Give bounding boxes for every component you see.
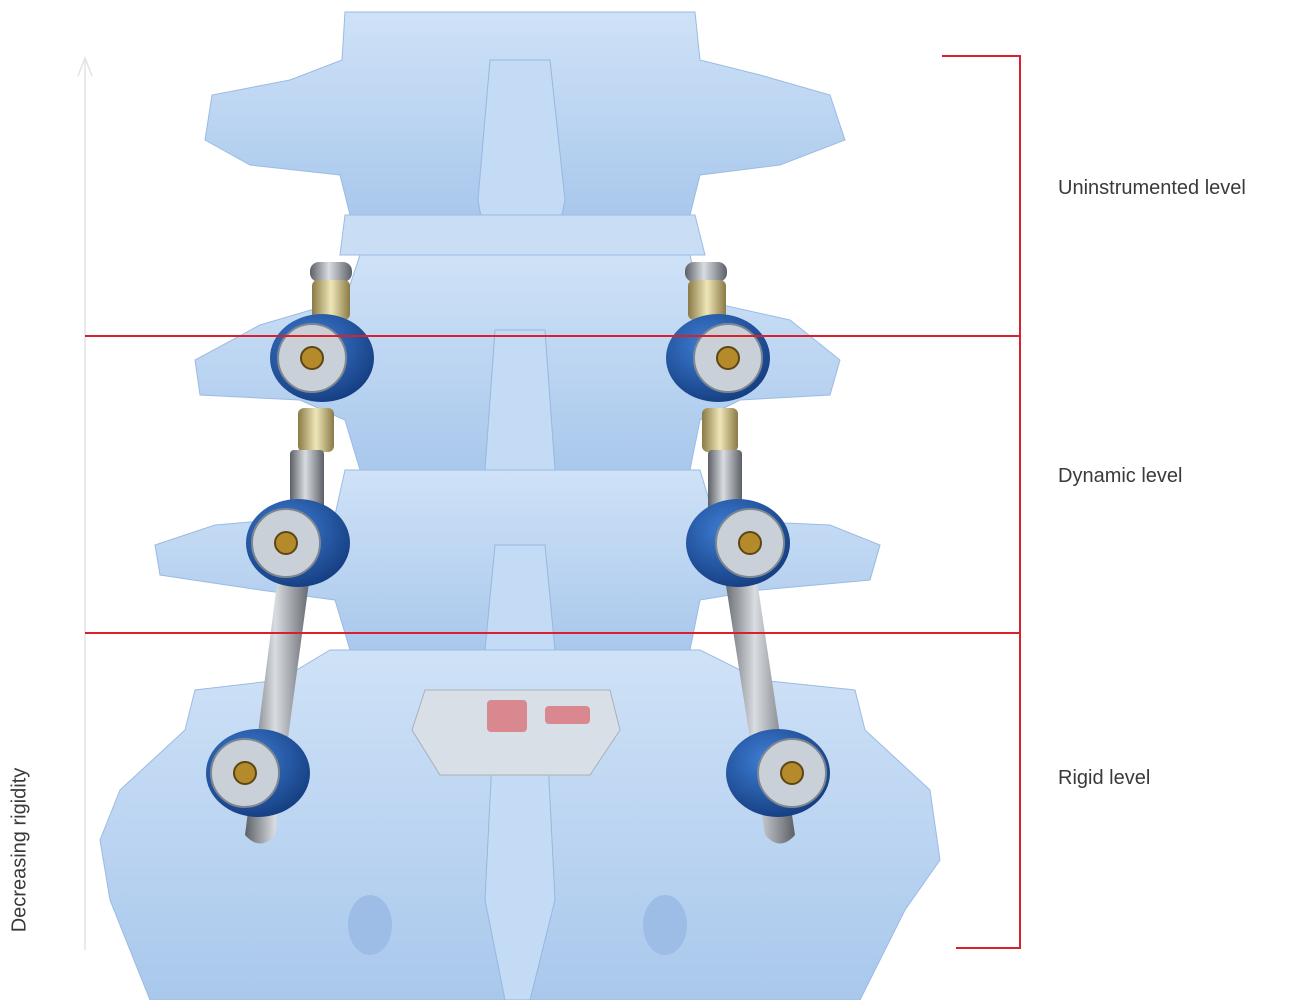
decreasing-rigidity-label: Decreasing rigidity (9, 768, 32, 933)
pedicle-screw-head (270, 314, 374, 402)
dynamic-level-label: Dynamic level (1058, 466, 1182, 486)
vertebral-column (100, 12, 940, 1000)
left-top-spacer (312, 280, 350, 320)
right-mid-spacer (702, 408, 738, 452)
right-top-spacer (688, 280, 726, 320)
level-bracket (942, 56, 1020, 948)
left-mid-spacer (298, 408, 334, 452)
pedicle-screw-head (686, 499, 790, 587)
left-top-cap (310, 262, 352, 282)
rigid-level-label: Rigid level (1058, 768, 1150, 788)
uninstrumented-level-label: Uninstrumented level (1058, 178, 1246, 198)
sacral-foramen-left (348, 895, 392, 955)
pedicle-screw-head (246, 499, 350, 587)
pedicle-screw-head (726, 729, 830, 817)
rigidity-axis-arrow (78, 58, 92, 950)
sacral-foramen-right (643, 895, 687, 955)
interbody-cage (412, 690, 620, 775)
upper-disc (340, 215, 705, 255)
pedicle-screw-head (666, 314, 770, 402)
pedicle-screw-head (206, 729, 310, 817)
right-top-cap (685, 262, 727, 282)
